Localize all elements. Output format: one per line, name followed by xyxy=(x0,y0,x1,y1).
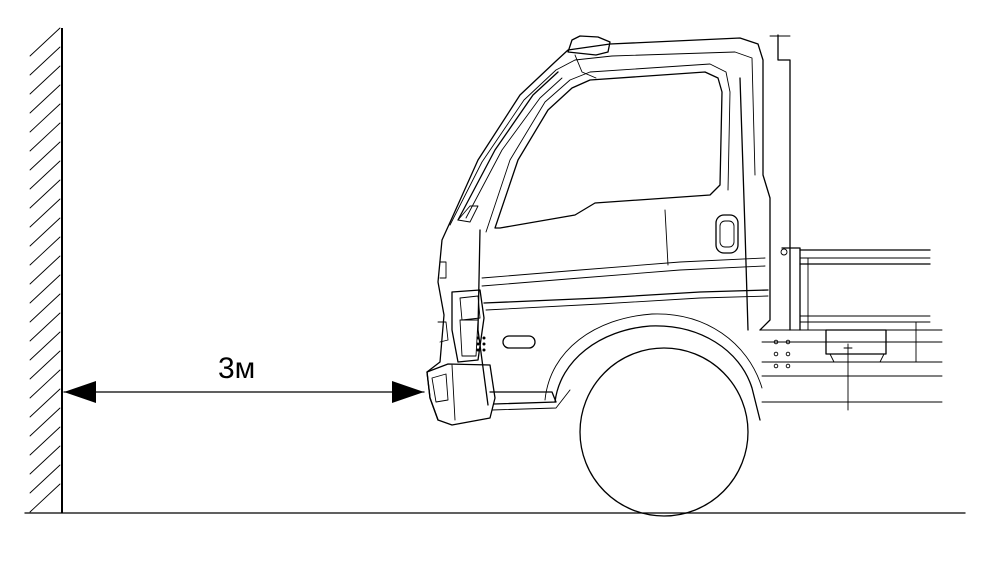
hatch-line xyxy=(29,141,61,171)
hatch-line xyxy=(29,217,61,247)
hatch-line xyxy=(29,65,61,95)
hatch-line xyxy=(29,27,61,57)
hatch-line xyxy=(29,46,61,76)
hatch-line xyxy=(29,103,61,133)
hatch-line xyxy=(29,122,61,152)
hatch-line xyxy=(29,293,61,323)
hatch-line xyxy=(29,426,61,456)
hatch-line xyxy=(29,464,61,494)
double-arrow-icon xyxy=(63,381,425,403)
hatch-line xyxy=(29,350,61,380)
wall-hatched-icon xyxy=(29,27,63,513)
truck-cab-icon xyxy=(426,34,943,517)
hatch-line xyxy=(29,312,61,342)
hatch-line xyxy=(29,84,61,114)
hatch-line xyxy=(29,369,61,399)
hatch-line xyxy=(29,255,61,285)
distance-label: 3м xyxy=(218,352,255,385)
hatch-line xyxy=(29,179,61,209)
hatch-line xyxy=(29,483,61,513)
hatch-line xyxy=(29,198,61,228)
hatch-line xyxy=(29,407,61,437)
hatch-line xyxy=(29,388,61,418)
hatch-line xyxy=(29,274,61,304)
hatch-line xyxy=(29,236,61,266)
hatch-line xyxy=(29,445,61,475)
hatch-line xyxy=(29,331,61,361)
hatch-line xyxy=(29,160,61,190)
